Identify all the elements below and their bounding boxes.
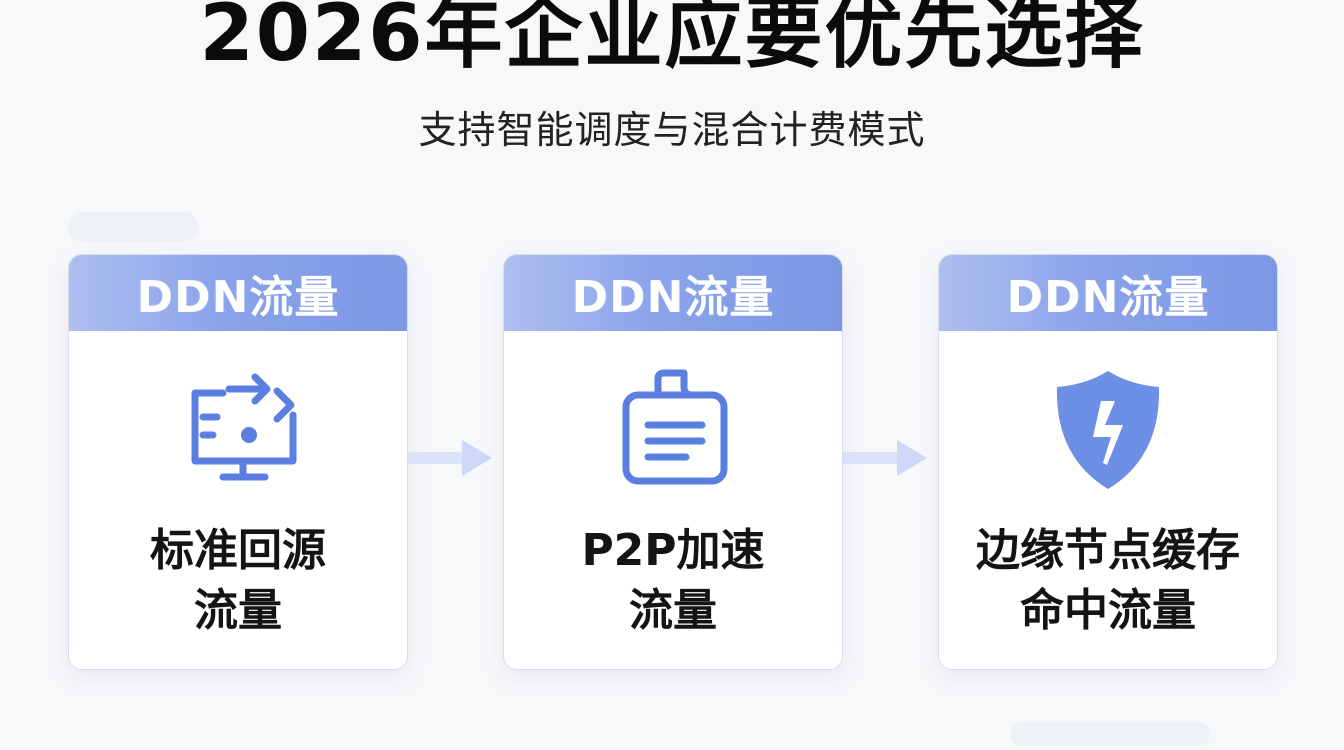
- card-text-line2: 流量: [629, 585, 717, 636]
- card-text-line2: 流量: [194, 585, 282, 636]
- shield-lightning-icon: [939, 365, 1277, 495]
- document-icon: [504, 365, 842, 495]
- card-header: DDN流量: [939, 255, 1277, 331]
- card-text-line2: 命中流量: [1020, 585, 1196, 636]
- arrow-right-icon: [408, 440, 492, 476]
- background-decoration: [68, 212, 198, 242]
- traffic-card-standard-origin: DDN流量 标准回源 流量: [68, 254, 408, 670]
- page-subtitle: 支持智能调度与混合计费模式: [418, 108, 926, 152]
- monitor-transfer-icon: [69, 365, 407, 495]
- card-header-label: DDN流量: [571, 272, 775, 323]
- page-title: 2026年企业应要优先选择: [199, 0, 1145, 79]
- card-description: P2P加速 流量: [504, 521, 842, 641]
- card-description: 标准回源 流量: [69, 521, 407, 641]
- background-decoration: [1010, 722, 1210, 746]
- card-text-line1: P2P加速: [581, 525, 765, 576]
- arrow-right-icon: [843, 440, 927, 476]
- card-header-label: DDN流量: [136, 272, 340, 323]
- card-description: 边缘节点缓存 命中流量: [939, 521, 1277, 641]
- card-text-line1: 标准回源: [150, 525, 326, 576]
- card-header: DDN流量: [504, 255, 842, 331]
- card-text-line1: 边缘节点缓存: [976, 525, 1240, 576]
- traffic-card-p2p: DDN流量 P2P加速 流量: [503, 254, 843, 670]
- card-header: DDN流量: [69, 255, 407, 331]
- traffic-card-edge-cache: DDN流量 边缘节点缓存 命中流量: [938, 254, 1278, 670]
- card-header-label: DDN流量: [1006, 272, 1210, 323]
